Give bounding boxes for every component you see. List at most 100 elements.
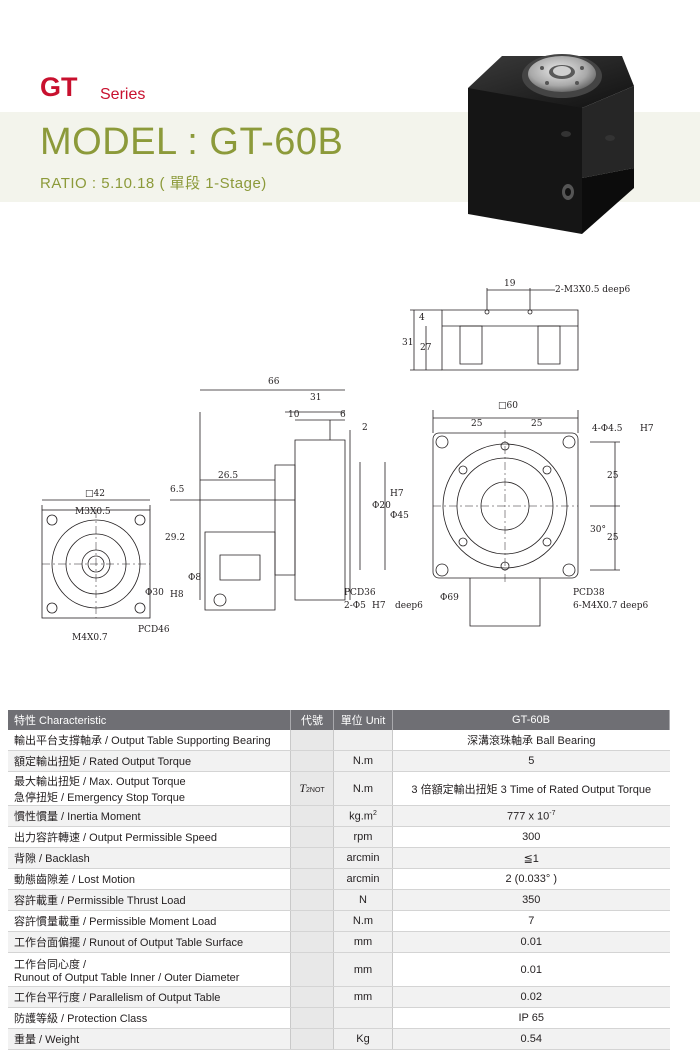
dim-h7-b: H7 <box>390 489 404 499</box>
characteristic-label: 動態齒隙差 / Lost Motion <box>14 874 136 886</box>
unit-cell: N.m <box>333 750 393 772</box>
unit-cell: mm <box>333 931 393 953</box>
dim-phi20: Φ20 <box>372 501 391 511</box>
header-characteristic: 特性 Characteristic <box>8 710 291 730</box>
characteristic-label: 工作台平行度 / Parallelism of Output Table <box>14 992 221 1004</box>
unit-label: arcmin <box>346 873 380 885</box>
value-label: 7 <box>528 915 535 927</box>
value-label: 5 <box>528 755 535 767</box>
value-cell: 350 <box>392 889 670 911</box>
code-cell <box>290 805 334 827</box>
code-cell <box>290 730 334 751</box>
dim-2: 2 <box>362 423 368 433</box>
unit-label: rpm <box>353 831 373 843</box>
unit-label: N.m <box>352 782 374 795</box>
code-cell <box>290 826 334 848</box>
code-cell: T2NOT <box>290 771 334 806</box>
unit-exponent: 2 <box>372 809 377 817</box>
dim-4-holes: 4-Φ4.5 <box>592 424 623 434</box>
dim-2-phi5: 2-Φ5 <box>344 601 366 611</box>
characteristic-cell: 輸出平台支撐軸承 / Output Table Supporting Beari… <box>8 730 291 751</box>
dim-deep6: deep6 <box>395 601 423 611</box>
unit-cell: arcmin <box>333 847 393 869</box>
spec-row: 額定輸出扭矩 / Rated Output Torque N.m 5 <box>8 750 670 772</box>
value-label: 0.01 <box>520 963 542 976</box>
dim-phi69: Φ69 <box>440 593 459 603</box>
value-label: 2 (0.033° ) <box>505 873 557 885</box>
value-label: 0.01 <box>520 936 542 948</box>
dim-29-2: 29.2 <box>165 533 185 543</box>
dim-26-5: 26.5 <box>218 471 238 481</box>
spec-row: 重量 / Weight Kg 0.54 <box>8 1028 670 1050</box>
code-cell <box>290 952 334 987</box>
code-cell <box>290 868 334 890</box>
dim-10: 10 <box>288 410 300 420</box>
unit-cell: Kg <box>333 1028 393 1050</box>
value-cell: 0.54 <box>392 1028 670 1050</box>
value-cell: 5 <box>392 750 670 772</box>
characteristic-label: 出力容許轉速 / Output Permissible Speed <box>14 832 217 844</box>
characteristic-cell: 容許慣量載重 / Permissible Moment Load <box>8 910 291 932</box>
dim-6-m4: 6-M4X0.7 deep6 <box>573 601 648 611</box>
unit-cell: rpm <box>333 826 393 848</box>
characteristic-label: 慣性慣量 / Inertia Moment <box>14 811 141 823</box>
characteristic-label: 工作台同心度 / <box>14 958 87 971</box>
characteristic-cell: 動態齒隙差 / Lost Motion <box>8 868 291 890</box>
characteristic-cell: 防護等級 / Protection Class <box>8 1007 291 1029</box>
spec-row: 容許載重 / Permissible Thrust Load N 350 <box>8 889 670 911</box>
technical-drawing: 19 2-M3X0.5 deep6 4 27 31 66 31 10 6 2 □… <box>41 279 654 643</box>
code-cell <box>290 847 334 869</box>
unit-label: N.m <box>352 915 374 927</box>
dim-h7-c: H7 <box>372 601 386 611</box>
code-cell <box>290 889 334 911</box>
spec-table: 特性 Characteristic 代號 單位 Unit GT-60B 輸出平台… <box>8 710 670 1050</box>
spec-row: 動態齒隙差 / Lost Motion arcmin 2 (0.033° ) <box>8 868 670 890</box>
unit-cell <box>333 1007 393 1029</box>
value-cell: 300 <box>392 826 670 848</box>
value-label: 350 <box>522 894 541 906</box>
characteristic-cell: 出力容許轉速 / Output Permissible Speed <box>8 826 291 848</box>
dim-m4: M4X0.7 <box>72 633 108 643</box>
dim-30-deg: 30° <box>590 525 606 535</box>
characteristic-cell: 容許載重 / Permissible Thrust Load <box>8 889 291 911</box>
characteristic-label: 容許載重 / Permissible Thrust Load <box>14 895 186 907</box>
unit-label: kg.m <box>349 810 373 823</box>
characteristic-label-line2: 急停扭矩 / Emergency Stop Torque <box>14 791 185 804</box>
characteristic-cell: 額定輸出扭矩 / Rated Output Torque <box>8 750 291 772</box>
value-label: 300 <box>522 831 541 843</box>
characteristic-label: 背隙 / Backlash <box>14 853 90 865</box>
dim-pcd38: PCD38 <box>573 588 605 598</box>
dim-31-vertical: 31 <box>402 338 413 348</box>
value-cell: 2 (0.033° ) <box>392 868 670 890</box>
code-cell <box>290 1007 334 1029</box>
dim-h8: H8 <box>170 590 184 600</box>
spec-row: 輸出平台支撐軸承 / Output Table Supporting Beari… <box>8 730 670 751</box>
dim-66: 66 <box>268 377 280 387</box>
dim-pcd46: PCD46 <box>138 625 170 635</box>
characteristic-cell: 重量 / Weight <box>8 1028 291 1050</box>
value-cell: 0.02 <box>392 986 670 1008</box>
unit-cell: N <box>333 889 393 911</box>
unit-cell: arcmin <box>333 868 393 890</box>
dim-6: 6 <box>340 410 346 420</box>
unit-label: Kg <box>356 1033 370 1045</box>
code-subscript: 2NOT <box>306 787 325 794</box>
header-code: 代號 <box>290 710 334 730</box>
spec-row: 出力容許轉速 / Output Permissible Speed rpm 300 <box>8 826 670 848</box>
characteristic-label: 防護等級 / Protection Class <box>14 1013 148 1025</box>
code-cell <box>290 750 334 772</box>
value-cell: 3 倍額定輸出扭矩 3 Time of Rated Output Torque <box>392 771 670 806</box>
dim-31: 31 <box>310 393 321 403</box>
value-label: 0.54 <box>520 1033 542 1045</box>
unit-cell: kg.m2 <box>333 805 393 827</box>
characteristic-cell: 背隙 / Backlash <box>8 847 291 869</box>
code-cell <box>290 986 334 1008</box>
dim-25-b: 25 <box>531 419 543 429</box>
dim-phi45: Φ45 <box>390 511 409 521</box>
characteristic-cell: 工作台面偏擺 / Runout of Output Table Surface <box>8 931 291 953</box>
characteristic-label: 重量 / Weight <box>14 1034 80 1046</box>
unit-cell: mm <box>333 952 393 987</box>
